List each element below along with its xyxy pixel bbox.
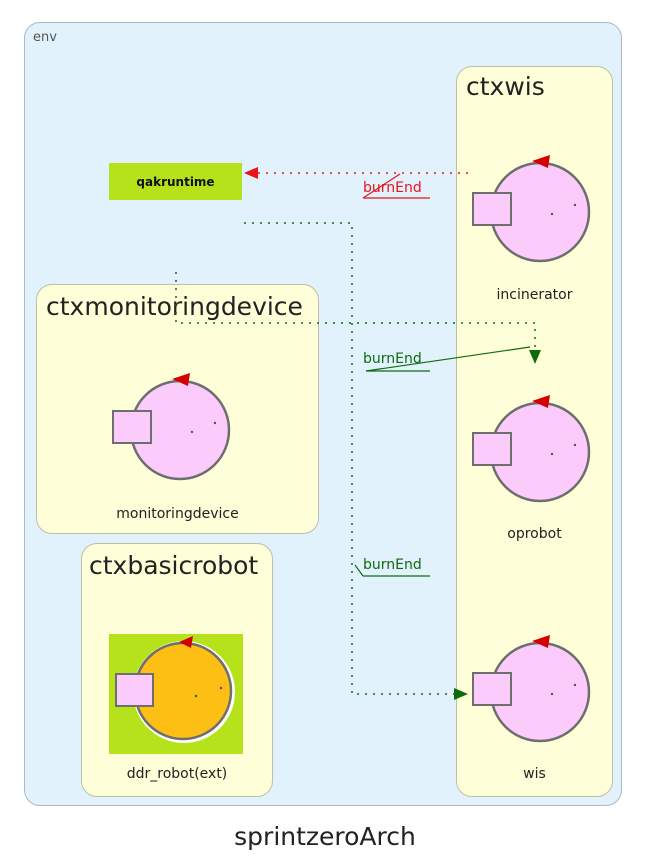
qakruntime-box: qakruntime xyxy=(109,163,242,200)
message-label-dispatch-wis: burnEnd xyxy=(363,557,422,573)
actor-ddr-robot-icon xyxy=(109,634,243,754)
dispatch-arrow-to-wis xyxy=(244,222,468,700)
actor-label-wis: wis xyxy=(523,766,546,782)
qakruntime-label: qakruntime xyxy=(136,174,215,189)
actor-label-incinerator: incinerator xyxy=(496,287,573,303)
actor-label-monitoringdevice: monitoringdevice xyxy=(116,506,239,522)
context-title-ctxwis: ctxwis xyxy=(466,72,545,101)
context-title-ctxbasicrobot: ctxbasicrobot xyxy=(89,551,259,580)
env-label: env xyxy=(33,30,57,45)
message-label-dispatch-oprobot: burnEnd xyxy=(363,351,422,367)
event-arrow-burnend xyxy=(244,167,468,199)
actor-wis-icon xyxy=(468,633,602,757)
actor-monitoringdevice-icon xyxy=(108,371,242,495)
actor-label-ddr-robot: ddr_robot(ext) xyxy=(126,766,228,782)
context-title-ctxmonitoringdevice: ctxmonitoringdevice xyxy=(46,292,303,321)
actor-label-oprobot: oprobot xyxy=(507,526,562,542)
dispatch-arrow-to-oprobot xyxy=(175,272,541,372)
message-label-event-burnend: burnEnd xyxy=(363,180,422,196)
diagram-title: sprintzeroArch xyxy=(234,822,416,851)
actor-oprobot-icon xyxy=(468,393,602,517)
actor-incinerator-icon xyxy=(468,153,602,277)
